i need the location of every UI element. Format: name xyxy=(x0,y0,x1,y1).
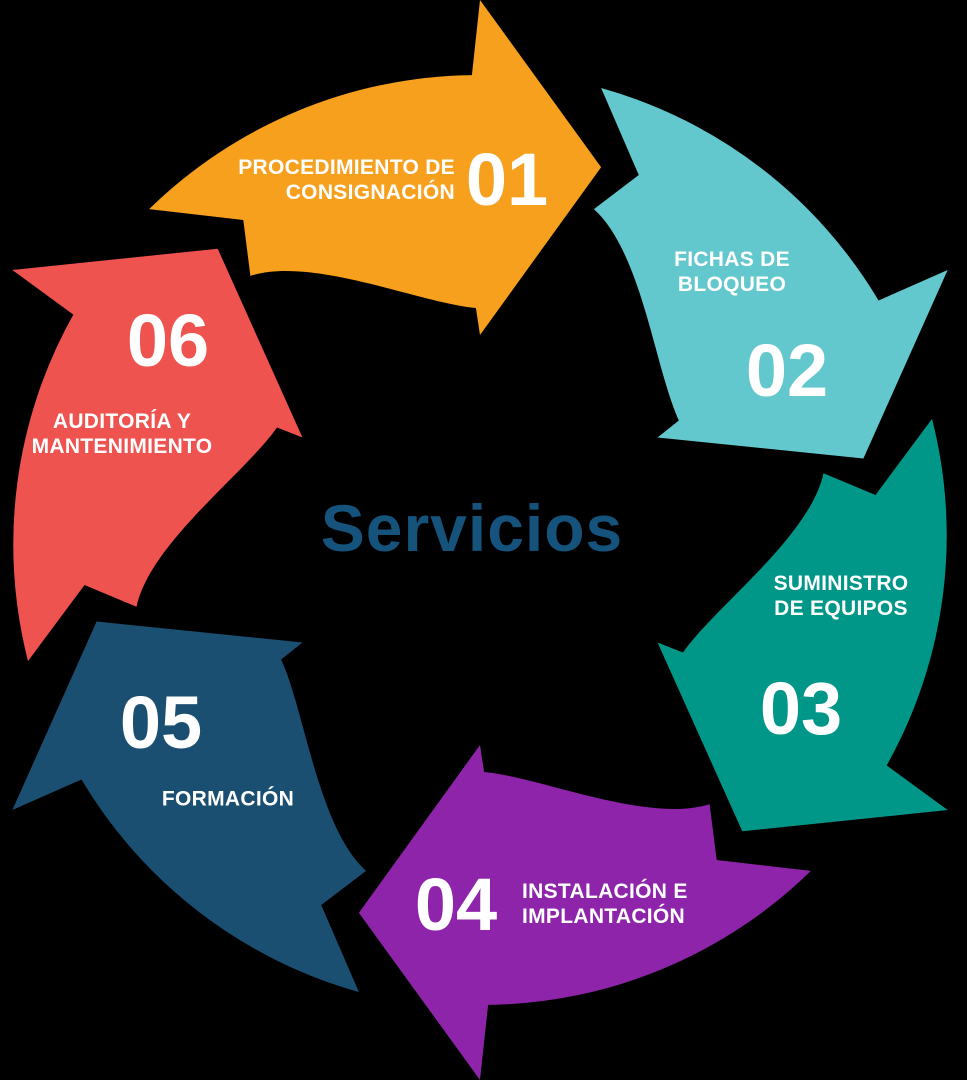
step-03-label-line1: SUMINISTRO xyxy=(773,572,909,595)
step-04-label: INSTALACIÓN E IMPLANTACIÓN xyxy=(522,879,688,929)
arrow-step-06 xyxy=(12,248,303,662)
arrow-step-01 xyxy=(149,0,602,335)
arrow-step-02 xyxy=(593,87,948,459)
step-05-label-line1: FORMACIÓN xyxy=(161,787,295,811)
step-02-label-line2: BLOQUEO xyxy=(677,273,787,296)
arrow-step-03 xyxy=(657,418,948,832)
diagram-title: Servicios xyxy=(320,491,624,565)
step-01-number: 01 xyxy=(465,138,549,221)
arrow-step-05 xyxy=(12,621,367,993)
step-01-label-line1: PROCEDIMIENTO DE xyxy=(238,156,455,179)
step-04-label-line1: INSTALACIÓN E xyxy=(522,880,688,903)
step-01-label-line2: CONSIGNACIÓN xyxy=(285,181,455,204)
step-02-label-line1: FICHAS DE xyxy=(674,248,790,271)
step-02-label: FICHAS DE BLOQUEO xyxy=(674,247,790,297)
step-06-label-line2: MANTENIMIENTO xyxy=(31,435,213,458)
arrow-step-04 xyxy=(358,745,811,1080)
step-04-label-line2: IMPLANTACIÓN xyxy=(522,905,686,928)
step-05-number: 05 xyxy=(119,681,203,764)
step-06-label: AUDITORÍA Y MANTENIMIENTO xyxy=(32,409,213,459)
step-01-label: PROCEDIMIENTO DE CONSIGNACIÓN xyxy=(238,155,455,205)
step-02-number: 02 xyxy=(745,329,829,412)
step-03-label-line2: DE EQUIPOS xyxy=(774,597,908,620)
step-04-number: 04 xyxy=(414,863,498,946)
step-03-label: SUMINISTRO DE EQUIPOS xyxy=(774,571,909,621)
step-06-label-line1: AUDITORÍA Y xyxy=(52,410,192,433)
step-06-number: 06 xyxy=(126,299,210,382)
step-03-number: 03 xyxy=(759,667,843,750)
step-05-label: FORMACIÓN xyxy=(162,787,294,812)
